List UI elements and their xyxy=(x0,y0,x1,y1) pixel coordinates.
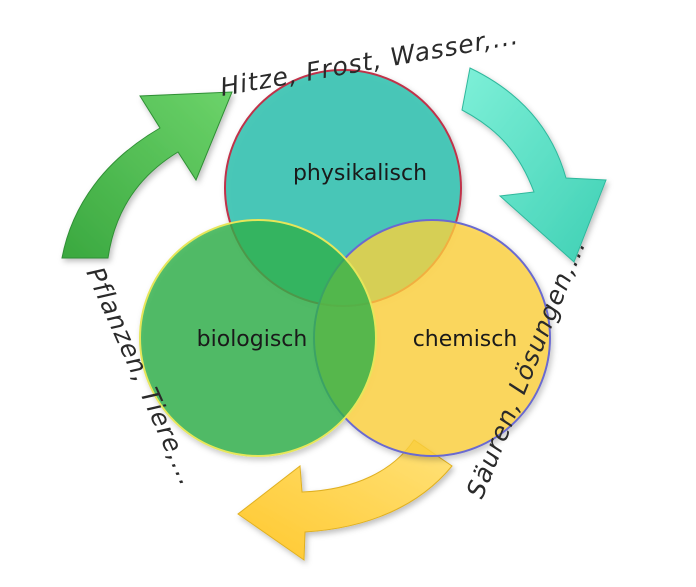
label-chemical: chemisch xyxy=(413,327,518,352)
venn xyxy=(139,69,551,457)
arrow-yellow xyxy=(237,439,453,561)
arrow-teal xyxy=(461,67,607,263)
circle-biological xyxy=(139,219,377,457)
arrow-green xyxy=(61,91,233,259)
label-physical: physikalisch xyxy=(293,161,427,186)
label-biological: biologisch xyxy=(197,327,308,352)
